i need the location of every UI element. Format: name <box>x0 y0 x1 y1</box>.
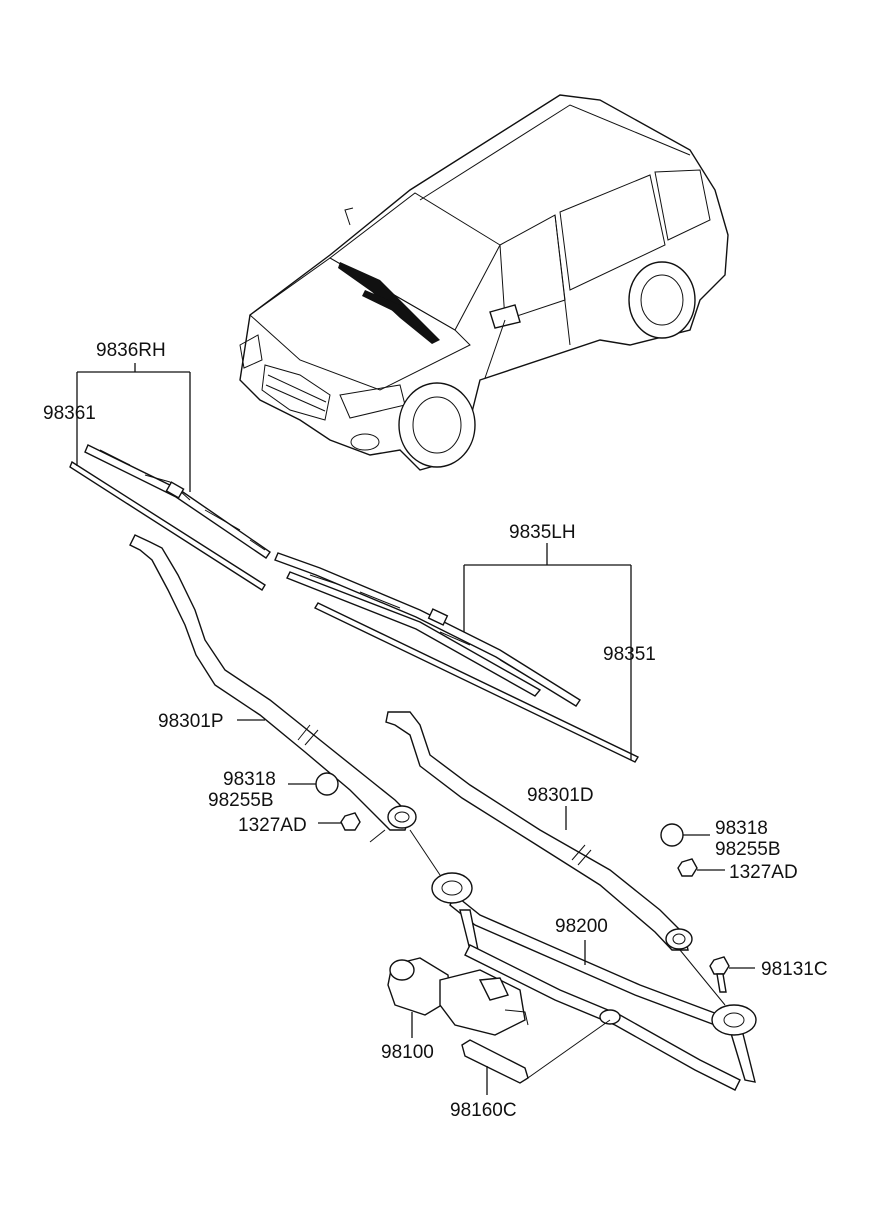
right-arm-nut <box>677 858 698 877</box>
label-98200: 98200 <box>555 916 608 937</box>
label-1327ad-right: 1327AD <box>729 862 798 883</box>
mounting-bolt <box>709 956 730 993</box>
label-98318-left: 98318 <box>223 769 276 790</box>
crank-arm <box>461 1039 529 1084</box>
vehicle-illustration <box>239 94 729 471</box>
label-98100: 98100 <box>381 1042 434 1063</box>
lh-wiper-blade <box>274 552 581 707</box>
passenger-wiper-arm <box>129 534 417 831</box>
leader-lines <box>76 363 755 1095</box>
label-9836rh: 9836RH <box>96 340 166 361</box>
label-98318-right: 98318 <box>715 818 768 839</box>
left-arm-nut <box>340 812 361 831</box>
rh-blade-refill <box>69 460 266 591</box>
label-98131c: 98131C <box>761 959 828 980</box>
label-98160c: 98160C <box>450 1100 517 1121</box>
driver-wiper-arm <box>385 711 693 951</box>
lh-blade-refill <box>314 602 639 763</box>
label-98301p: 98301P <box>158 711 224 732</box>
label-1327ad-left: 1327AD <box>238 815 307 836</box>
label-98255b-right: 98255B <box>715 839 781 860</box>
label-9835lh: 9835LH <box>509 522 576 543</box>
wiper-motor <box>387 957 529 1036</box>
label-98255b-left: 98255B <box>208 790 274 811</box>
wiper-linkage <box>431 872 757 1091</box>
label-98301d: 98301D <box>527 785 594 806</box>
right-arm-cap <box>660 823 684 847</box>
rh-wiper-blade <box>84 444 271 559</box>
label-98361: 98361 <box>43 403 96 424</box>
left-arm-cap <box>315 772 339 796</box>
label-98351: 98351 <box>603 644 656 665</box>
